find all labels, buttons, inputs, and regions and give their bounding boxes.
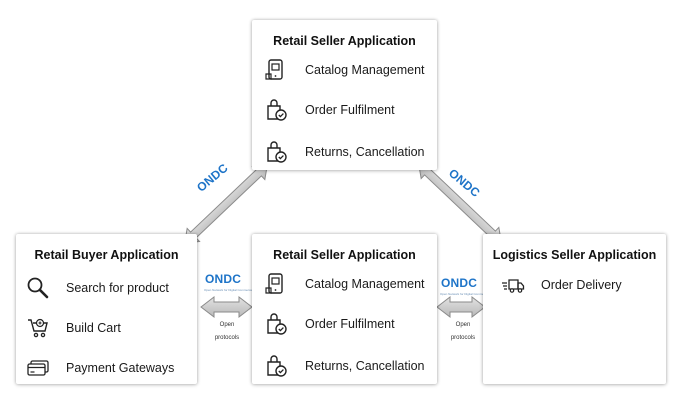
ondc-logo-text: ONDC: [205, 272, 242, 286]
shopping-bag-check-icon: [264, 354, 288, 378]
top-retail-seller-card: Retail Seller Application Catalog Manage…: [252, 20, 437, 170]
bottom-seller-logistics-arrow: [436, 295, 486, 319]
item-label: Order Fulfilment: [305, 317, 395, 331]
item-label: Returns, Cancellation: [305, 359, 425, 373]
logistics-seller-card: Logistics Seller Application Order Deliv…: [483, 234, 666, 384]
list-item: Build Cart: [26, 316, 121, 340]
list-item: Catalog Management: [264, 58, 425, 82]
catalog-phone-icon: [264, 272, 288, 296]
delivery-truck-icon: [501, 273, 525, 297]
ondc-logo-text: ONDC: [441, 276, 478, 290]
shopping-bag-check-icon: [264, 140, 288, 164]
open-protocols-line1: Open: [455, 322, 471, 328]
search-icon: [26, 276, 50, 300]
buyer-bottom-seller-arrow: [200, 295, 253, 319]
item-label: Search for product: [66, 281, 169, 295]
open-protocols-label: Open protocols: [204, 319, 250, 345]
shopping-bag-check-icon: [264, 98, 288, 122]
credit-card-icon: [26, 356, 50, 380]
list-item: Returns, Cancellation: [264, 354, 425, 378]
open-protocols-line2: protocols: [450, 335, 476, 341]
retail-buyer-card: Retail Buyer Application Search for prod…: [16, 234, 197, 384]
list-item: Payment Gateways: [26, 356, 174, 380]
catalog-phone-icon: [264, 58, 288, 82]
open-protocols-line1: Open: [219, 322, 235, 328]
shopping-bag-check-icon: [264, 312, 288, 336]
open-protocols-line2: protocols: [214, 335, 240, 341]
list-item: Returns, Cancellation: [264, 140, 425, 164]
card-title: Logistics Seller Application: [492, 248, 657, 262]
ondc-logo: ONDC: [205, 272, 241, 286]
item-label: Payment Gateways: [66, 361, 175, 375]
ondc-subtitle-text: Open Network for Digital Commerce: [440, 292, 489, 296]
item-label: Order Delivery: [541, 278, 622, 292]
item-label: Returns, Cancellation: [305, 145, 425, 159]
item-label: Catalog Management: [305, 63, 425, 77]
bottom-retail-seller-card: Retail Seller Application Catalog Manage…: [252, 234, 437, 384]
list-item: Order Delivery: [501, 273, 622, 297]
card-title: Retail Seller Application: [273, 34, 416, 48]
ondc-subtitle: Open Network for Digital Commerce: [204, 288, 252, 292]
list-item: Catalog Management: [264, 272, 425, 296]
open-protocols-label: Open protocols: [440, 319, 486, 345]
cart-icon: [26, 316, 50, 340]
list-item: Search for product: [26, 276, 169, 300]
ondc-subtitle: Open Network for Digital Commerce: [440, 292, 488, 296]
list-item: Order Fulfilment: [264, 98, 395, 122]
item-label: Catalog Management: [305, 277, 425, 291]
ondc-logo: ONDC: [441, 276, 477, 290]
card-title: Retail Seller Application: [273, 248, 416, 262]
card-title: Retail Buyer Application: [34, 248, 179, 262]
item-label: Order Fulfilment: [305, 103, 395, 117]
item-label: Build Cart: [66, 321, 121, 335]
ondc-subtitle-text: Open Network for Digital Commerce: [204, 288, 253, 292]
list-item: Order Fulfilment: [264, 312, 395, 336]
